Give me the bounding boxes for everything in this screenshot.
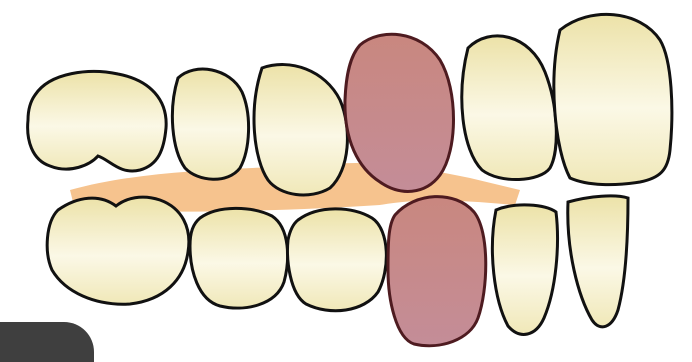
lower-incisor-lateral bbox=[492, 205, 557, 335]
corner-badge bbox=[0, 322, 94, 362]
dental-illustration bbox=[0, 0, 692, 351]
lower-premolar-1 bbox=[190, 208, 288, 308]
lower-canine-highlighted bbox=[388, 197, 486, 346]
lower-premolar-2 bbox=[288, 209, 387, 311]
upper-premolar-1 bbox=[172, 69, 248, 179]
lower-incisor-central bbox=[568, 196, 628, 327]
upper-molar bbox=[28, 72, 167, 172]
upper-incisor-lateral bbox=[462, 36, 556, 180]
lower-teeth-row bbox=[47, 196, 628, 346]
upper-premolar-2 bbox=[254, 65, 347, 195]
upper-incisor-central bbox=[554, 14, 672, 184]
lower-molar bbox=[47, 197, 189, 304]
